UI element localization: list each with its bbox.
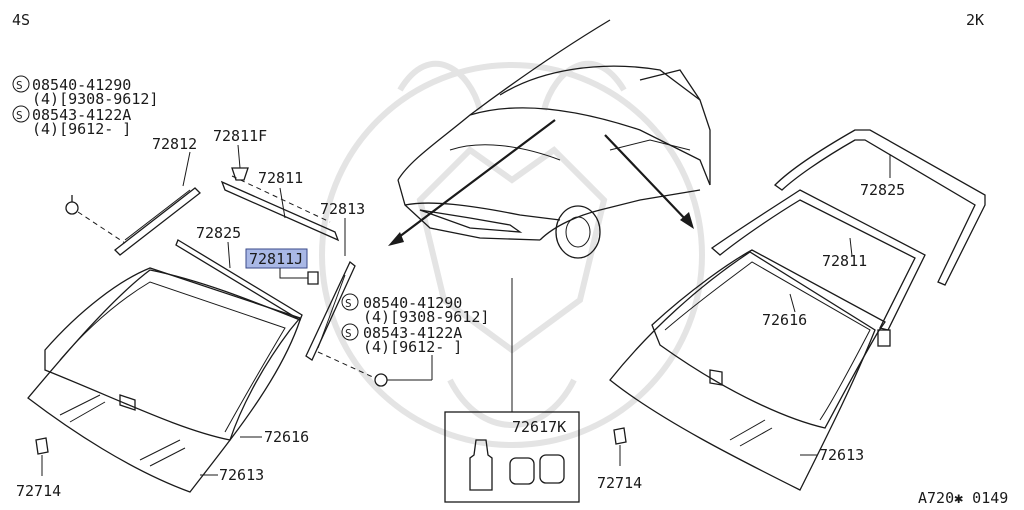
part-72617K: 72617K xyxy=(444,278,580,503)
car-illustration xyxy=(397,19,711,259)
note-mid-line3: 08543-4122A xyxy=(363,324,462,342)
bolt-middle xyxy=(374,355,433,387)
note-mid-line4: (4)[9612- ] xyxy=(363,338,462,356)
highlight-72811J xyxy=(245,248,308,269)
s-symbol-4 xyxy=(341,323,359,341)
part-72613-left: 72613 xyxy=(200,466,264,484)
part-72812: 72812 xyxy=(114,135,201,256)
label-72812[interactable]: 72812 xyxy=(152,135,197,153)
part-72811-right: 72811 xyxy=(710,189,926,347)
s-symbol-3 xyxy=(341,293,359,311)
label-72811-left[interactable]: 72811 xyxy=(258,169,303,187)
note-mid-line2: (4)[9308-9612] xyxy=(363,308,489,326)
label-72616-right[interactable]: 72616 xyxy=(762,311,807,329)
s-symbol-text-1: S xyxy=(16,79,23,92)
label-72714-right[interactable]: 72714 xyxy=(597,474,642,492)
windshield-right: 72616 72613 xyxy=(609,249,886,491)
label-72616-left[interactable]: 72616 xyxy=(264,428,309,446)
label-72811J[interactable]: 72811J xyxy=(249,250,303,268)
part-72714-right: 72714 xyxy=(597,427,642,492)
note-left-line4: (4)[9612- ] xyxy=(32,120,131,138)
part-72825-left: 72825 xyxy=(175,224,303,321)
part-72811-left: 72811 xyxy=(220,169,340,242)
note-left-line3: 08543-4122A xyxy=(32,106,131,124)
note-block-middle: S 08540-41290 (4)[9308-9612] S 08543-412… xyxy=(341,293,489,356)
s-symbol-1 xyxy=(12,75,30,93)
label-72813[interactable]: 72813 xyxy=(320,200,365,218)
part-72813: 72813 xyxy=(305,200,376,379)
corner-code-right: 2K xyxy=(966,11,984,29)
part-72811J: 72811J xyxy=(245,248,319,285)
label-72811F[interactable]: 72811F xyxy=(213,127,267,145)
part-72811F: 72811F xyxy=(213,127,267,181)
part-72616-left: 72616 xyxy=(240,428,309,446)
part-72825-right: 72825 xyxy=(773,129,986,286)
note-block-left: S 08540-41290 (4)[9308-9612] S 08543-412… xyxy=(12,75,158,138)
note-mid-line1: 08540-41290 xyxy=(363,294,462,312)
s-symbol-text-3: S xyxy=(345,297,352,310)
s-symbol-text-2: S xyxy=(16,109,23,122)
s-symbol-text-4: S xyxy=(345,327,352,340)
watermark-emblem xyxy=(319,60,705,448)
windshield-left xyxy=(27,267,302,493)
label-72811-right[interactable]: 72811 xyxy=(822,252,867,270)
label-72714-left[interactable]: 72714 xyxy=(16,482,61,500)
label-72613-right[interactable]: 72613 xyxy=(819,446,864,464)
part-72714-left: 72714 xyxy=(16,437,61,500)
label-72617K[interactable]: 72617K xyxy=(512,418,566,436)
bolt-left xyxy=(65,195,126,244)
corner-code-left: 4S xyxy=(12,11,30,29)
label-72825-left[interactable]: 72825 xyxy=(196,224,241,242)
label-72613-left[interactable]: 72613 xyxy=(219,466,264,484)
direction-arrows xyxy=(388,119,694,246)
diagram-reference: A720✱ 0149 xyxy=(918,489,1008,507)
note-left-line2: (4)[9308-9612] xyxy=(32,90,158,108)
note-left-line1: 08540-41290 xyxy=(32,76,131,94)
s-symbol-2 xyxy=(12,105,30,123)
label-72825-right[interactable]: 72825 xyxy=(860,181,905,199)
